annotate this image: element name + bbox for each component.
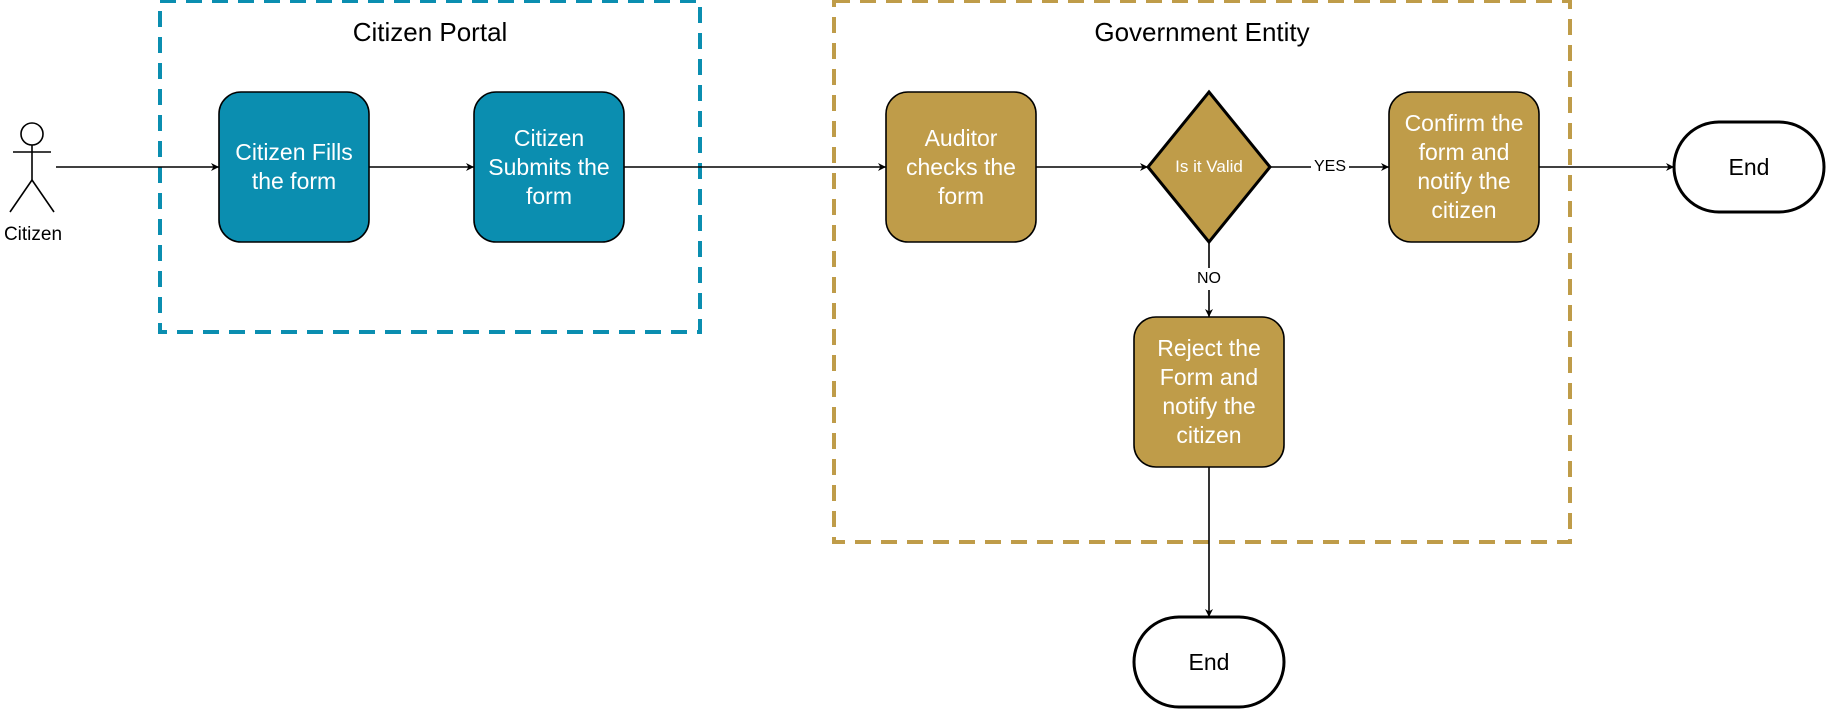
end-bottom-label: End (1188, 648, 1230, 675)
submit-form-node (473, 91, 625, 243)
fill-form-label: Citizen Fills the form (235, 139, 353, 194)
confirm-notify-node (1388, 91, 1540, 243)
confirm-notify-label: Confirm the form and notify the citizen (1404, 110, 1524, 223)
valid-decision-node (1146, 89, 1272, 245)
reject-notify-node (1133, 316, 1285, 468)
no-edge-label: NO (1192, 268, 1226, 290)
submit-form-label: Citizen Submits the form (488, 124, 610, 209)
government-entity-title: Government Entity (1094, 16, 1310, 47)
yes-edge-label: YES (1311, 156, 1349, 178)
government-entity-region (832, 0, 1572, 544)
end-right-label: End (1728, 153, 1770, 180)
auditor-check-node (885, 91, 1037, 243)
end-right-node (1672, 120, 1826, 214)
citizen-portal-title: Citizen Portal (352, 16, 508, 47)
valid-decision-label: Is it Valid (1175, 157, 1243, 176)
citizen-actor-icon (9, 122, 55, 213)
auditor-check-label: Auditor checks the form (906, 124, 1016, 209)
citizen-actor-label: Citizen (3, 224, 63, 245)
reject-notify-label: Reject the Form and notify the citizen (1157, 335, 1261, 448)
fill-form-node (218, 91, 370, 243)
end-bottom-node (1132, 615, 1286, 709)
